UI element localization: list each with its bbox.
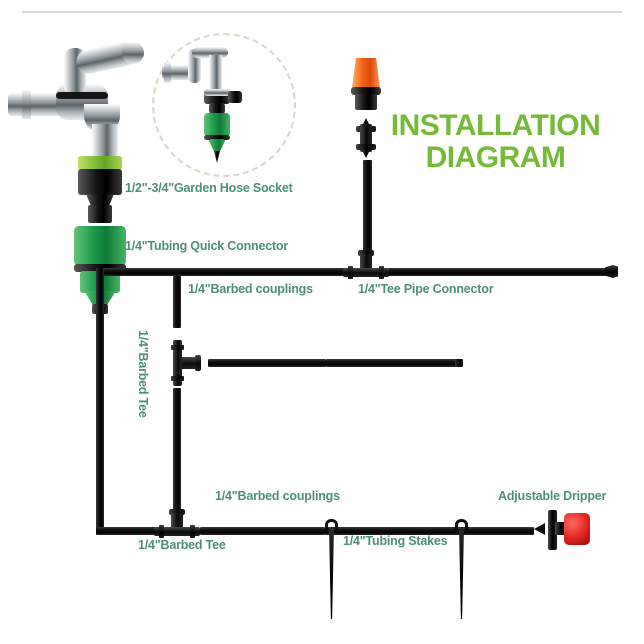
label-tee-pipe-connector: 1/4"Tee Pipe Connector <box>358 282 494 296</box>
tubing-bottom-horizontal-left <box>96 527 158 535</box>
mist-nozzle-body <box>355 94 377 110</box>
dripper-arrow-icon <box>534 523 545 535</box>
hose-socket-male-end <box>88 205 112 223</box>
barbed-tee-bottom-rib-left <box>159 525 164 538</box>
barbed-tee-middle-stem <box>180 357 196 369</box>
inset-barb-tip <box>214 151 220 163</box>
barbed-tee-middle-stem-cap <box>195 355 201 371</box>
stake-hook-icon <box>455 519 468 530</box>
inset-faucet-spout <box>209 55 222 95</box>
garden-faucet <box>8 40 148 167</box>
tubing-bottom-to-dripper <box>460 527 534 535</box>
hose-socket-body <box>78 169 122 195</box>
endcap-upper-right <box>605 265 618 278</box>
tubing-bottom-horizontal-mid <box>200 527 325 535</box>
tubing-bottom-horizontal-right <box>325 527 460 535</box>
tee-rib-left <box>348 266 353 279</box>
tee-stem <box>360 254 372 268</box>
coupling-tip-top <box>362 118 370 126</box>
label-adjustable-dripper: Adjustable Dripper <box>498 489 607 503</box>
label-barbed-couplings-top: 1/4"Barbed couplings <box>188 282 313 296</box>
coupling-flange-lower <box>356 144 376 150</box>
inset-green-connector <box>204 113 230 137</box>
label-tubing-stakes: 1/4"Tubing Stakes <box>343 534 448 548</box>
mist-nozzle-assembly <box>348 58 388 273</box>
faucet-gasket-ring <box>56 92 108 99</box>
barbed-tee-bottom-rib-right <box>190 525 195 538</box>
tubing-middle-branch-elbow <box>455 359 463 367</box>
label-barbed-tee-vertical: 1/4"Barbed Tee <box>136 330 150 418</box>
faucet-spout-outlet <box>92 124 118 160</box>
barbed-tee-middle <box>168 340 201 386</box>
label-barbed-tee-bottom: 1/4"Barbed Tee <box>138 538 226 552</box>
page-title: INSTALLATION DIAGRAM <box>383 110 608 173</box>
stake-spike <box>329 527 334 619</box>
inset-faucet-lever <box>192 47 228 58</box>
tubing-upper-left-corner <box>96 268 104 318</box>
barbed-coupling-top <box>356 118 376 158</box>
coupling-tip-bottom <box>362 150 370 158</box>
stake-hook-icon <box>325 519 338 530</box>
barbed-tee-bottom <box>154 509 200 539</box>
inset-detail-circle <box>152 33 296 177</box>
stake-spike <box>459 527 464 619</box>
page-title-line-2: DIAGRAM <box>425 140 566 174</box>
tee-stem-cap <box>358 250 374 256</box>
quick-connector-collar <box>74 226 126 266</box>
barbed-tee-middle-rib-top <box>171 345 184 350</box>
tubing-upper-horizontal-right <box>388 268 616 276</box>
inset-chrome-nut <box>204 89 230 96</box>
barbed-tee-middle-rib-bottom <box>171 376 184 381</box>
barbed-tee-bottom-stem <box>171 513 183 527</box>
mist-nozzle-collar <box>351 87 381 95</box>
tee-pipe-connector <box>343 250 389 280</box>
label-barbed-couplings-bottom: 1/4"Barbed couplings <box>215 489 340 503</box>
inset-green-connector-ring <box>204 135 230 140</box>
tubing-middle-branch-right <box>326 359 462 367</box>
tee-body <box>343 268 389 277</box>
dripper-knob <box>564 513 590 545</box>
inset-faucet-collar <box>164 62 171 83</box>
inset-green-cone <box>208 139 226 153</box>
inset-black-adapter <box>204 93 230 104</box>
label-tubing-quick-connector: 1/4"Tubing Quick Connector <box>125 239 289 253</box>
tubing-main-vertical-left <box>96 315 104 535</box>
barbed-tee-bottom-body <box>154 527 200 536</box>
hose-socket-cap <box>78 156 122 170</box>
barbed-tee-middle-body <box>173 340 182 386</box>
page-title-line-1: INSTALLATION <box>390 109 601 142</box>
inset-adapter-neck <box>209 103 225 114</box>
inset-side-wing <box>228 91 242 103</box>
dripper-flange <box>548 510 557 550</box>
tubing-branch-vertical-lower <box>173 388 181 525</box>
hose-socket-neck <box>86 194 114 206</box>
faucet-inlet-collar <box>22 90 31 119</box>
tubing-branch-vertical-upper <box>173 276 181 328</box>
label-garden-hose-socket: 1/2"-3/4"Garden Hose Socket <box>125 181 293 195</box>
adjustable-dripper[interactable] <box>534 505 596 557</box>
barbed-tee-bottom-stem-cap <box>169 509 185 515</box>
tubing-upper-horizontal-left <box>96 268 354 276</box>
tee-rib-right <box>379 266 384 279</box>
top-divider <box>22 11 622 13</box>
tubing-mister-drop <box>363 160 372 260</box>
faucet-handle-knob <box>122 42 144 64</box>
mist-nozzle-cap <box>352 58 380 88</box>
tubing-middle-branch-left <box>208 359 326 367</box>
